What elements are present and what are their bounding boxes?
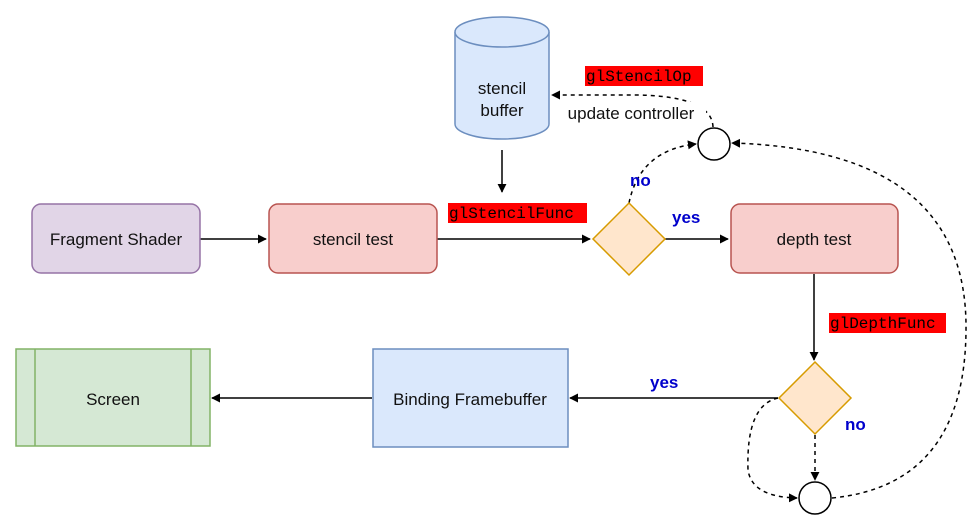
edge-depth-left-to-circle <box>747 397 798 503</box>
stencil-yes-label: yes <box>672 208 700 227</box>
depth-test-node: depth test <box>730 203 899 274</box>
gl-depth-func-tag: glDepthFunc <box>829 313 946 333</box>
edge-bottom-circle-to-update <box>731 138 967 499</box>
edges <box>200 150 819 403</box>
gl-stencil-op-label: glStencilOp <box>586 68 692 86</box>
update-controller-circle <box>697 127 731 161</box>
stencil-buffer-label-line2: buffer <box>480 101 524 120</box>
gl-stencil-func-tag: glStencilFunc <box>448 203 587 223</box>
depth-decision-diamond <box>777 360 853 436</box>
gl-stencil-func-label: glStencilFunc <box>449 205 574 223</box>
gl-depth-func-label: glDepthFunc <box>830 315 936 333</box>
stencil-test-label: stencil test <box>313 230 394 249</box>
stencil-decision-diamond <box>591 201 667 277</box>
edge-stencil-no-to-update <box>628 140 697 204</box>
screen-label: Screen <box>86 390 140 409</box>
binding-framebuffer-node: Binding Framebuffer <box>372 348 569 448</box>
gl-stencil-op-tag: glStencilOp <box>585 66 703 86</box>
bottom-junction-circle <box>798 481 832 515</box>
dashed-edges <box>551 90 967 503</box>
stencil-buffer-label-line1: stencil <box>478 79 526 98</box>
update-controller-label: update controller <box>568 104 695 123</box>
stencil-no-label: no <box>630 171 651 190</box>
fragment-shader-node: Fragment Shader <box>31 203 201 274</box>
depth-no-label: no <box>845 415 866 434</box>
screen-node: Screen <box>15 348 211 447</box>
depth-yes-label: yes <box>650 373 678 392</box>
binding-framebuffer-label: Binding Framebuffer <box>393 390 547 409</box>
fragment-shader-label: Fragment Shader <box>50 230 183 249</box>
depth-test-label: depth test <box>777 230 852 249</box>
stencil-test-node: stencil test <box>268 203 438 274</box>
stencil-buffer-cylinder: stencil buffer <box>454 16 550 140</box>
